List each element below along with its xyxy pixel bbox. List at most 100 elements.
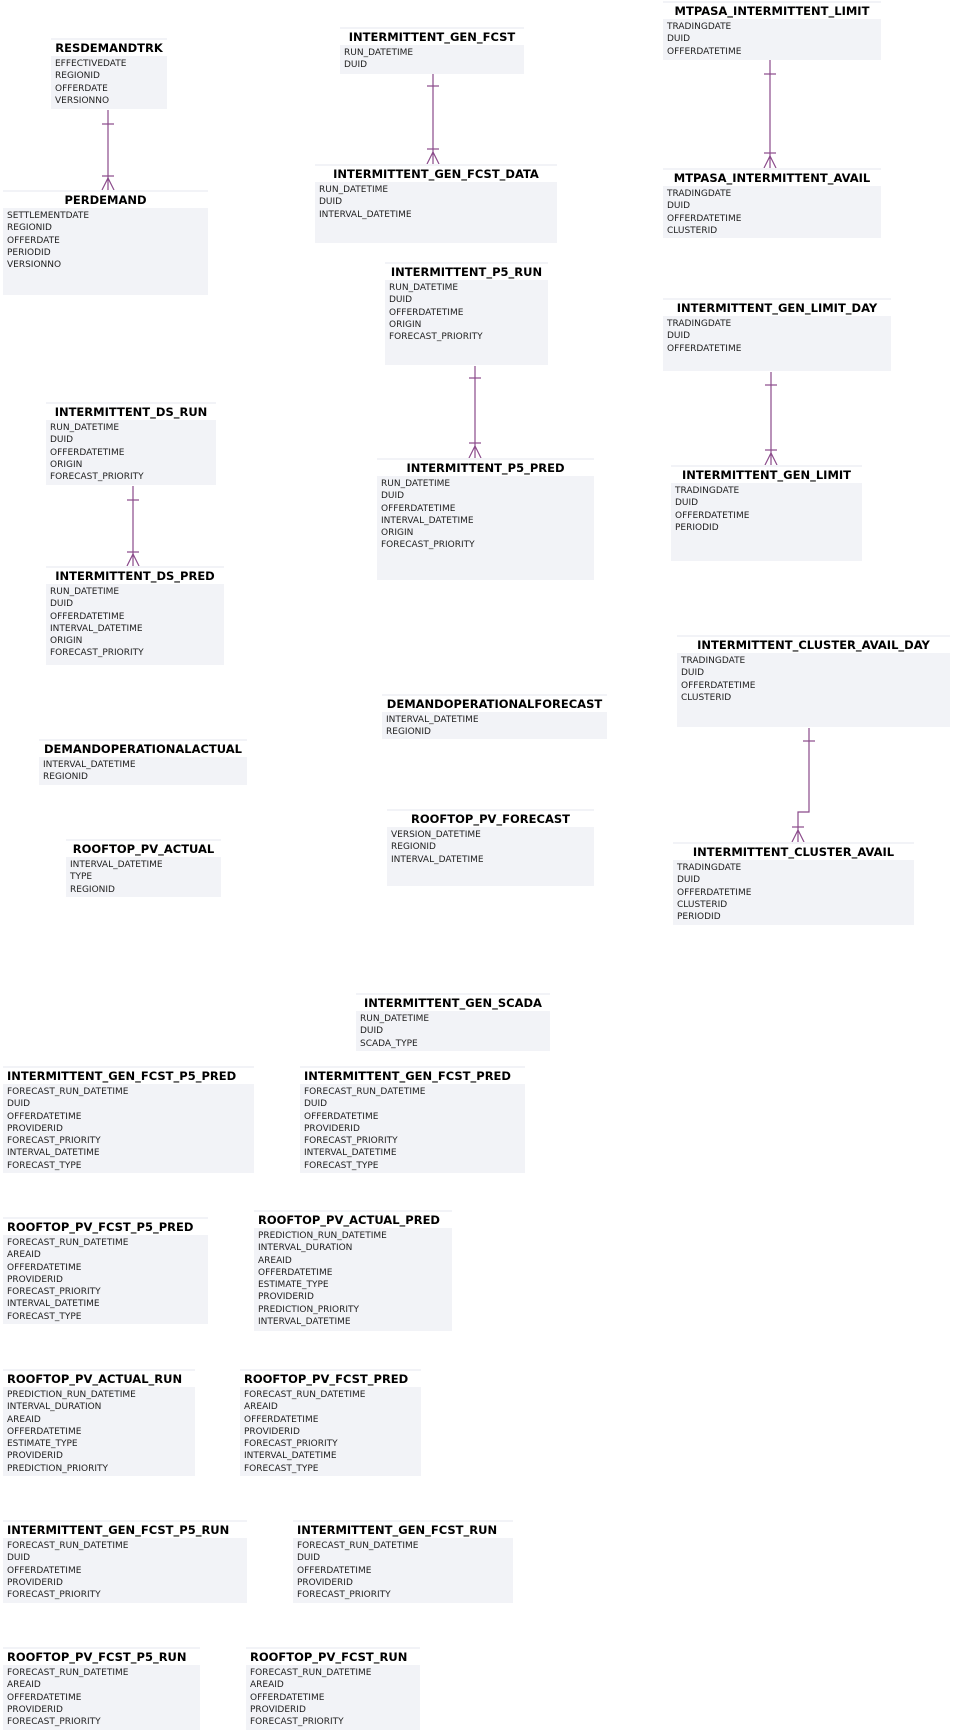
entity-title: ROOFTOP_PV_FCST_RUN xyxy=(246,1649,420,1665)
attribute: DUID xyxy=(667,201,691,212)
attribute: DUID xyxy=(681,668,705,679)
attribute-list: TRADINGDATE DUID OFFERDATETIME CLUSTERID… xyxy=(673,862,751,923)
attribute: FORECAST_PRIORITY xyxy=(244,1439,338,1450)
entity-intermittent-cluster-avail-day[interactable]: INTERMITTENT_CLUSTER_AVAIL_DAY TRADINGDA… xyxy=(677,635,950,727)
attribute: PERIODID xyxy=(677,912,721,923)
attribute: REGIONID xyxy=(55,71,100,82)
attribute: VERSIONNO xyxy=(7,260,62,271)
attribute: TRADINGDATE xyxy=(667,189,732,199)
attribute: DUID xyxy=(360,1026,384,1037)
entity-rooftop-pv-fcst-pred[interactable]: ROOFTOP_PV_FCST_PRED FORECAST_RUN_DATETI… xyxy=(240,1369,421,1476)
attribute: OFFERDATE xyxy=(55,83,108,94)
entity-title: MTPASA_INTERMITTENT_AVAIL xyxy=(663,170,881,186)
entity-title: INTERMITTENT_GEN_FCST_PRED xyxy=(300,1068,525,1084)
attribute-list: FORECAST_RUN_DATETIME AREAID OFFERDATETI… xyxy=(3,1237,128,1323)
attribute-list: RUN_DATETIME DUID INTERVAL_DATETIME xyxy=(315,184,412,221)
attribute-list: INTERVAL_DATETIME REGIONID xyxy=(39,759,136,784)
attribute: PERIODID xyxy=(7,247,51,258)
attribute: FORECAST_RUN_DATETIME xyxy=(7,1087,129,1097)
entity-mtpasa-intermittent-avail[interactable]: MTPASA_INTERMITTENT_AVAIL TRADINGDATE DU… xyxy=(663,168,881,238)
attribute: DUID xyxy=(50,435,74,446)
entity-rooftop-pv-fcst-p5-pred[interactable]: ROOFTOP_PV_FCST_P5_PRED FORECAST_RUN_DAT… xyxy=(3,1217,208,1324)
attribute: OFFERDATETIME xyxy=(677,887,752,898)
attribute: REGIONID xyxy=(7,223,52,234)
attribute: PROVIDERID xyxy=(7,1274,63,1285)
attribute-list: INTERVAL_DATETIME REGIONID xyxy=(382,714,479,739)
entity-resdemandtrk[interactable]: RESDEMANDTRK EFFECTIVEDATE REGIONID OFFE… xyxy=(51,38,167,109)
entity-title: ROOFTOP_PV_ACTUAL xyxy=(66,841,221,857)
entity-rooftop-pv-fcst-run[interactable]: ROOFTOP_PV_FCST_RUN FORECAST_RUN_DATETIM… xyxy=(246,1647,420,1730)
entity-intermittent-gen-fcst-data[interactable]: INTERMITTENT_GEN_FCST_DATA RUN_DATETIME … xyxy=(315,164,557,243)
entity-title: ROOFTOP_PV_FCST_P5_PRED xyxy=(3,1219,208,1235)
attribute: INTERVAL_DATETIME xyxy=(381,515,474,526)
attribute: FORECAST_RUN_DATETIME xyxy=(244,1390,366,1400)
entity-title: ROOFTOP_PV_ACTUAL_PRED xyxy=(254,1212,452,1228)
entity-intermittent-gen-limit[interactable]: INTERMITTENT_GEN_LIMIT TRADINGDATE DUID … xyxy=(671,465,862,561)
attribute-list: TRADINGDATE DUID OFFERDATETIME PERIODID xyxy=(671,485,749,534)
entity-demandoperationalforecast[interactable]: DEMANDOPERATIONALFORECAST INTERVAL_DATET… xyxy=(382,694,607,739)
attribute: REGIONID xyxy=(43,772,88,783)
entity-perdemand[interactable]: PERDEMAND SETTLEMENTDATE REGIONID OFFERD… xyxy=(3,190,208,295)
attribute: FORECAST_PRIORITY xyxy=(381,540,475,551)
attribute: OFFERDATETIME xyxy=(297,1565,372,1576)
attribute: RUN_DATETIME xyxy=(360,1014,430,1024)
entity-intermittent-gen-fcst-pred[interactable]: INTERMITTENT_GEN_FCST_PRED FORECAST_RUN_… xyxy=(300,1066,525,1173)
entity-mtpasa-intermittent-limit[interactable]: MTPASA_INTERMITTENT_LIMIT TRADINGDATE DU… xyxy=(663,1,881,60)
entity-intermittent-gen-limit-day[interactable]: INTERMITTENT_GEN_LIMIT_DAY TRADINGDATE D… xyxy=(663,298,891,371)
attribute: OFFERDATE xyxy=(7,235,60,246)
rel-ds-run-pred xyxy=(126,486,140,567)
attribute-list: FORECAST_RUN_DATETIME AREAID OFFERDATETI… xyxy=(246,1667,371,1728)
entity-rooftop-pv-actual-pred[interactable]: ROOFTOP_PV_ACTUAL_PRED PREDICTION_RUN_DA… xyxy=(254,1210,452,1331)
attribute: OFFERDATETIME xyxy=(7,1692,82,1703)
attribute: PROVIDERID xyxy=(297,1577,353,1588)
entity-intermittent-ds-pred[interactable]: INTERMITTENT_DS_PRED RUN_DATETIME DUID O… xyxy=(46,566,224,665)
entity-intermittent-p5-run[interactable]: INTERMITTENT_P5_RUN RUN_DATETIME DUID OF… xyxy=(385,262,548,365)
attribute: FORECAST_PRIORITY xyxy=(7,1590,101,1601)
attribute: INTERVAL_DURATION xyxy=(7,1402,102,1413)
entity-rooftop-pv-actual[interactable]: ROOFTOP_PV_ACTUAL INTERVAL_DATETIME TYPE… xyxy=(66,839,221,897)
entity-intermittent-gen-fcst[interactable]: INTERMITTENT_GEN_FCST RUN_DATETIME DUID xyxy=(340,27,524,74)
entity-intermittent-gen-fcst-p5-pred[interactable]: INTERMITTENT_GEN_FCST_P5_PRED FORECAST_R… xyxy=(3,1066,254,1173)
attribute: FORECAST_RUN_DATETIME xyxy=(7,1668,129,1678)
attribute: AREAID xyxy=(250,1680,284,1691)
attribute-list: RUN_DATETIME DUID OFFERDATETIME ORIGIN F… xyxy=(46,422,144,483)
attribute: DUID xyxy=(297,1553,321,1564)
attribute: FORECAST_RUN_DATETIME xyxy=(7,1238,129,1248)
attribute: TRADINGDATE xyxy=(677,863,742,873)
attribute: TRADINGDATE xyxy=(675,486,740,496)
attribute: AREAID xyxy=(258,1255,292,1266)
attribute: REGIONID xyxy=(391,842,436,853)
attribute: FORECAST_TYPE xyxy=(7,1311,82,1322)
attribute: OFFERDATETIME xyxy=(681,680,756,691)
attribute: FORECAST_PRIORITY xyxy=(250,1717,344,1728)
entity-intermittent-gen-fcst-p5-run[interactable]: INTERMITTENT_GEN_FCST_P5_RUN FORECAST_RU… xyxy=(3,1520,247,1603)
attribute: FORECAST_RUN_DATETIME xyxy=(250,1668,372,1678)
entity-rooftop-pv-forecast[interactable]: ROOFTOP_PV_FORECAST VERSION_DATETIME REG… xyxy=(387,809,594,886)
entity-demandoperationalactual[interactable]: DEMANDOPERATIONALACTUAL INTERVAL_DATETIM… xyxy=(39,739,247,785)
entity-intermittent-gen-fcst-run[interactable]: INTERMITTENT_GEN_FCST_RUN FORECAST_RUN_D… xyxy=(293,1520,513,1603)
entity-intermittent-cluster-avail[interactable]: INTERMITTENT_CLUSTER_AVAIL TRADINGDATE D… xyxy=(673,842,914,925)
attribute: FORECAST_RUN_DATETIME xyxy=(304,1087,426,1097)
attribute: REGIONID xyxy=(386,727,431,738)
attribute: FORECAST_PRIORITY xyxy=(297,1590,391,1601)
entity-title: ROOFTOP_PV_FCST_PRED xyxy=(240,1371,421,1387)
attribute: OFFERDATETIME xyxy=(258,1267,333,1278)
attribute: AREAID xyxy=(7,1680,41,1691)
attribute: ESTIMATE_TYPE xyxy=(258,1280,329,1291)
attribute: CLUSTERID xyxy=(677,899,728,910)
entity-title: INTERMITTENT_GEN_FCST_RUN xyxy=(293,1522,513,1538)
attribute: DUID xyxy=(389,295,413,306)
entity-intermittent-p5-pred[interactable]: INTERMITTENT_P5_PRED RUN_DATETIME DUID O… xyxy=(377,458,594,580)
entity-rooftop-pv-fcst-p5-run[interactable]: ROOFTOP_PV_FCST_P5_RUN FORECAST_RUN_DATE… xyxy=(3,1647,200,1730)
attribute-list: FORECAST_RUN_DATETIME DUID OFFERDATETIME… xyxy=(300,1086,425,1172)
attribute: INTERVAL_DATETIME xyxy=(43,760,136,770)
entity-rooftop-pv-actual-run[interactable]: ROOFTOP_PV_ACTUAL_RUN PREDICTION_RUN_DAT… xyxy=(3,1369,195,1476)
entity-intermittent-ds-run[interactable]: INTERMITTENT_DS_RUN RUN_DATETIME DUID OF… xyxy=(46,402,216,485)
attribute: EFFECTIVEDATE xyxy=(55,59,127,69)
attribute: RUN_DATETIME xyxy=(389,283,459,293)
attribute: DUID xyxy=(304,1099,328,1110)
entity-intermittent-gen-scada[interactable]: INTERMITTENT_GEN_SCADA RUN_DATETIME DUID… xyxy=(356,993,550,1051)
attribute-list: TRADINGDATE DUID OFFERDATETIME xyxy=(663,21,741,58)
attribute: TRADINGDATE xyxy=(667,22,732,32)
attribute: FORECAST_PRIORITY xyxy=(7,1136,101,1147)
